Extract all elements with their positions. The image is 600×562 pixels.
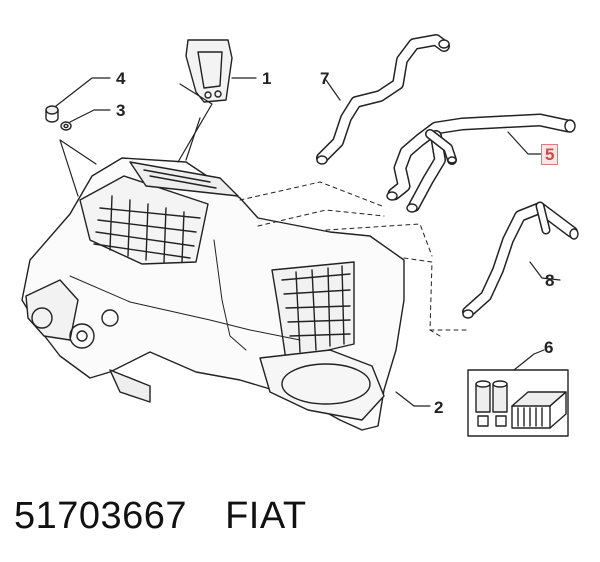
callout-5-highlighted: 5	[541, 144, 559, 165]
callout-8: 8	[545, 271, 555, 290]
part-number: 51703667	[14, 495, 188, 537]
part-caption: 51703667 FIAT	[14, 495, 307, 538]
exploded-parts-diagram	[21, 34, 579, 437]
callout-7: 7	[320, 69, 330, 88]
callout-3: 3	[116, 101, 126, 120]
hose-assembly-part-5	[386, 113, 576, 213]
hose-part-8	[462, 201, 579, 319]
callout-4: 4	[116, 69, 126, 88]
o-ring-part-3	[60, 121, 72, 131]
gasket-part-1	[185, 39, 233, 103]
brand-name: FIAT	[225, 495, 307, 537]
filter-kit-part-6	[467, 369, 569, 437]
callout-6: 6	[544, 338, 554, 357]
callout-1: 1	[262, 69, 272, 88]
leader-lines	[55, 77, 561, 407]
exploded-view-dashed-outline	[239, 181, 467, 337]
hose-part-7	[316, 34, 450, 165]
hvac-housing-part-2	[21, 157, 405, 431]
grommet-part-4	[45, 105, 59, 123]
callout-2: 2	[434, 398, 444, 417]
